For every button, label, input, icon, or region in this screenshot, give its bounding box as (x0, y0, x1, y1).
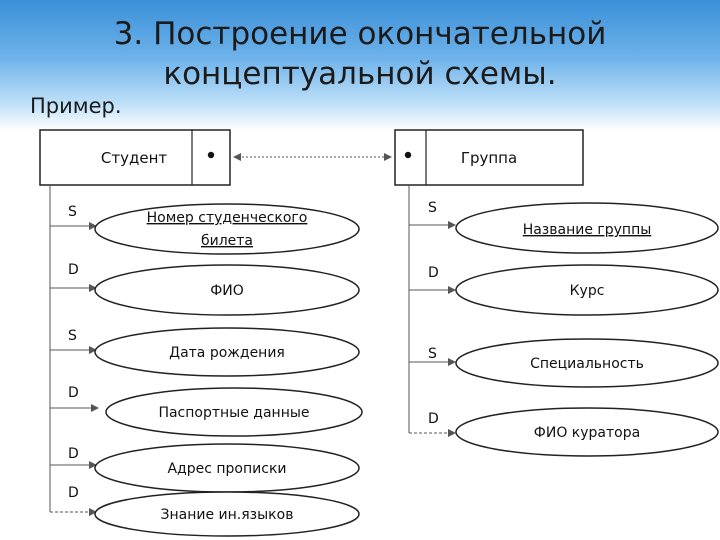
example-label: Пример. (30, 94, 122, 118)
student-attr-text: ФИО (210, 283, 244, 299)
group-attr-1[interactable]: D Курс (409, 264, 719, 316)
student-label: Студент (101, 149, 167, 167)
student-box (39, 129, 231, 186)
student-attr-ellipse (94, 264, 360, 316)
group-attr-0[interactable]: S Название группы (409, 200, 719, 254)
group-attr-2[interactable]: S Специальность (409, 338, 719, 388)
student-attr-2[interactable]: S Дата рождения (50, 327, 360, 377)
student-attr-text: Паспортные данные (158, 405, 309, 421)
student-attr-1[interactable]: D ФИО (50, 262, 360, 316)
group-attr-text: Курс (570, 283, 605, 299)
group-attr-text: Название группы (523, 222, 652, 238)
student-attr-text-line1: Номер студенческого (147, 210, 308, 226)
group-attr-tag: D (428, 411, 439, 427)
student-attr-5[interactable]: D Знание ин.языков (50, 485, 360, 537)
student-attr-text-line2: билета (201, 233, 253, 249)
student-dot-icon (207, 151, 215, 159)
student-attr-tag: S (68, 204, 77, 220)
group-attr-3[interactable]: D ФИО куратора (409, 407, 719, 457)
group-dot-icon (404, 151, 412, 159)
group-attr-tag: S (428, 200, 437, 216)
student-attr-ellipse (94, 327, 360, 377)
student-attr-3[interactable]: D Паспортные данные (50, 385, 363, 437)
group-attr-tag: D (428, 265, 439, 281)
group-attr-text: ФИО куратора (534, 425, 640, 441)
student-attr-ellipse (94, 203, 360, 255)
student-attr-tag: S (68, 328, 77, 344)
student-attr-text: Адрес прописки (167, 461, 286, 477)
student-attr-tag: D (68, 385, 79, 401)
student-attr-tag: D (68, 446, 79, 462)
entity-student[interactable]: Студент (39, 129, 231, 186)
group-label: Группа (461, 149, 517, 167)
group-attr-ellipse (455, 338, 719, 388)
student-attr-text: Знание ин.языков (161, 507, 294, 523)
entity-group[interactable]: Группа (394, 129, 584, 186)
group-attr-tag: S (428, 346, 437, 362)
student-attr-4[interactable]: D Адрес прописки (50, 443, 360, 493)
title-line-2: концептуальной схемы. (163, 56, 557, 92)
title-line-1: 3. Построение окончательной (113, 16, 607, 52)
student-attr-tag: D (68, 262, 79, 278)
slide-title: 3. Построение окончательной концептуальн… (0, 14, 720, 94)
student-attr-0[interactable]: S Номер студенческого билета (50, 203, 360, 255)
student-attr-ellipse (94, 491, 360, 537)
header-background (0, 0, 720, 130)
student-attr-tag: D (68, 485, 79, 501)
student-attr-text: Дата рождения (169, 345, 285, 361)
student-attr-ellipse (105, 387, 363, 437)
group-attr-ellipse (455, 202, 719, 254)
group-attr-ellipse (455, 264, 719, 316)
group-attr-text: Специальность (530, 356, 644, 372)
group-attr-ellipse (455, 407, 719, 457)
